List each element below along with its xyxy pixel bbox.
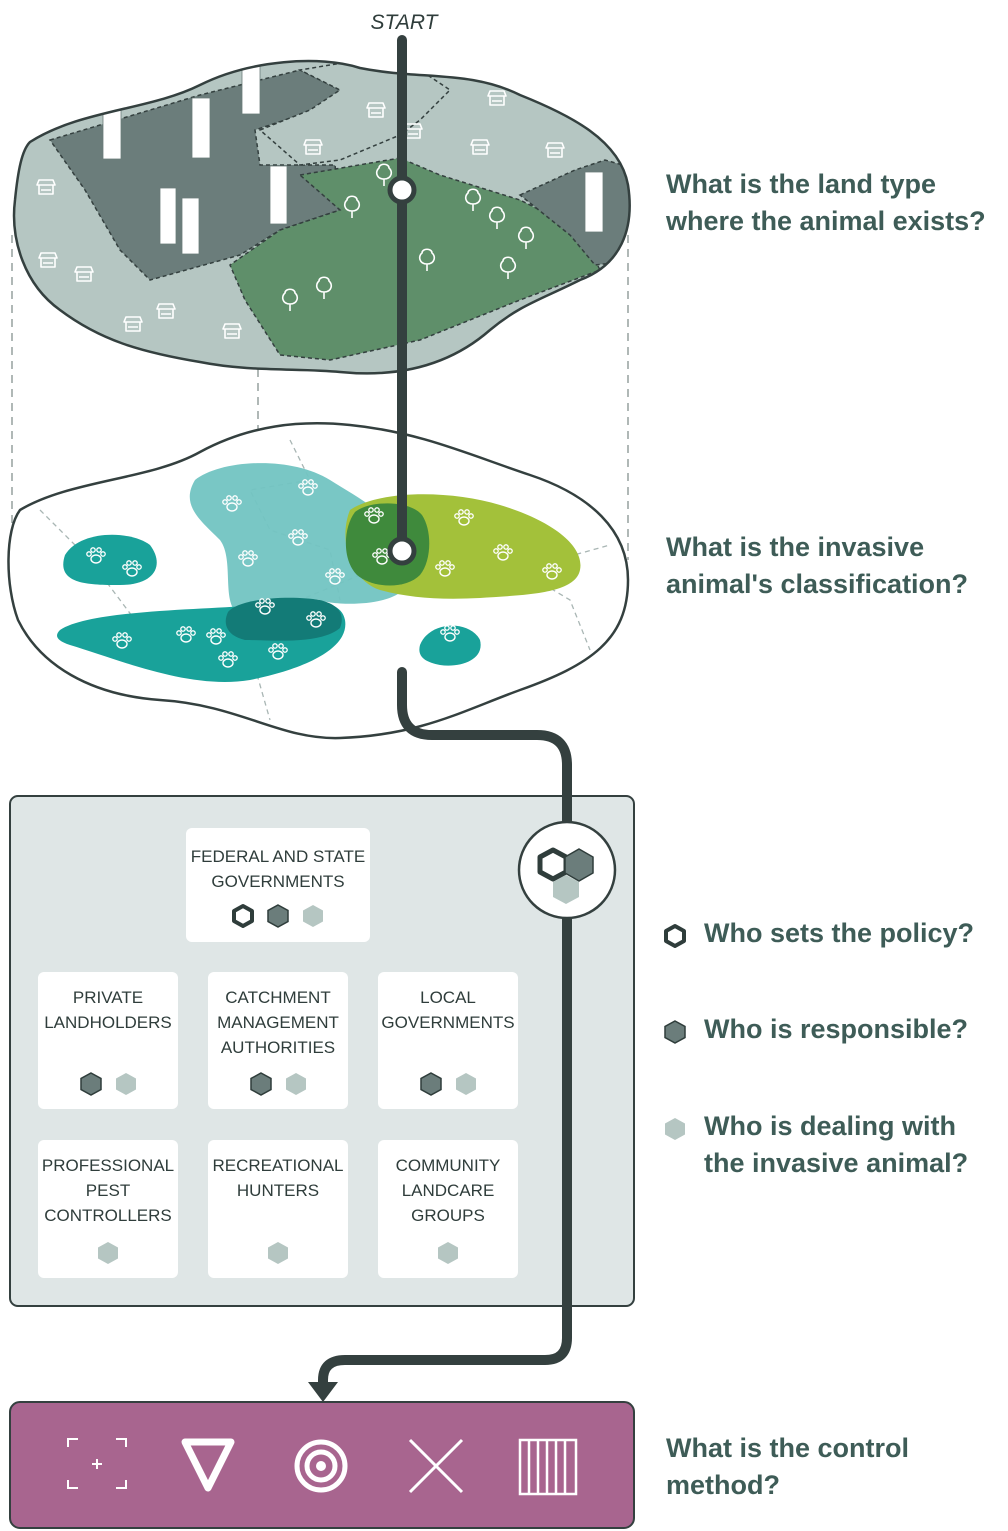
control-icons [67, 1438, 578, 1496]
land-type-map [12, 59, 631, 375]
card-community-landcare-groups: COMMUNITY LANDCARE GROUPS [378, 1140, 518, 1278]
card-label: LOCAL GOVERNMENTS [381, 988, 515, 1032]
card-label: CATCHMENT MANAGEMENT AUTHORITIES [217, 988, 339, 1057]
arrow-head-icon [308, 1382, 338, 1402]
card-label: FEDERAL AND STATE GOVERNMENTS [190, 847, 366, 891]
role-icons [378, 1071, 518, 1097]
hexagon-light-icon [455, 1073, 476, 1095]
hexagon-outline-icon [664, 924, 686, 948]
role-icons [186, 903, 370, 929]
classification-map [7, 422, 630, 740]
hexagon-dark-icon [79, 1072, 102, 1096]
hexagon-outline-icon [232, 904, 254, 928]
legend-responsible: Who is responsible? [662, 1011, 968, 1048]
hexagon-light-icon [285, 1073, 306, 1095]
node-marker-classification [387, 536, 417, 566]
legend-dealing-text: Who is dealing with the invasive animal? [704, 1111, 969, 1178]
legend-responsible-text: Who is responsible? [704, 1014, 969, 1044]
card-catchment-management-authorities: CATCHMENT MANAGEMENT AUTHORITIES [208, 972, 348, 1109]
question-land-type: What is the land type where the animal e… [666, 169, 986, 236]
hexagon-dark-icon [664, 1020, 686, 1044]
hexagon-dark-icon [267, 904, 289, 928]
flow-path [318, 35, 572, 1397]
hexagon-light-icon [665, 1118, 685, 1140]
legend-policy-text: Who sets the policy? [704, 918, 975, 948]
hexagon-light-icon [115, 1073, 136, 1095]
start-label: START [370, 11, 438, 34]
fence-icon [518, 1438, 578, 1496]
role-icons [378, 1240, 518, 1266]
question-control-method: What is the control method? [666, 1433, 909, 1500]
card-local-governments: LOCAL GOVERNMENTS [378, 972, 518, 1109]
crosshair-icon [67, 1438, 127, 1489]
role-icons [208, 1071, 348, 1097]
card-label: PROFESSIONAL PEST CONTROLLERS [41, 1156, 175, 1225]
card-recreational-hunters: RECREATIONAL HUNTERS [208, 1140, 348, 1278]
hexagon-dark-icon [249, 1072, 272, 1096]
card-federal-state-governments: FEDERAL AND STATE GOVERNMENTS [186, 828, 370, 942]
card-label: COMMUNITY LANDCARE GROUPS [395, 1156, 501, 1225]
hexagon-dark-icon [419, 1072, 442, 1096]
card-label: RECREATIONAL HUNTERS [212, 1156, 344, 1200]
hexagon-light-icon [438, 1242, 458, 1264]
cross-icon [408, 1438, 464, 1494]
hexagon-light-icon [98, 1242, 118, 1264]
card-private-landholders: PRIVATE LANDHOLDERS [38, 972, 178, 1109]
target-icon [294, 1439, 348, 1493]
triangle-icon [181, 1438, 235, 1492]
role-icons [38, 1071, 178, 1097]
hexagon-light-icon [268, 1242, 288, 1264]
question-classification: What is the invasive animal's classifica… [666, 532, 969, 599]
role-icons [208, 1240, 348, 1266]
role-icons [38, 1240, 178, 1266]
stakeholder-node [517, 820, 617, 920]
card-professional-pest-controllers: PROFESSIONAL PEST CONTROLLERS [38, 1140, 178, 1278]
legend-policy: Who sets the policy? [662, 915, 974, 952]
legend-dealing: Who is dealing with the invasive animal? [662, 1108, 968, 1182]
card-label: PRIVATE LANDHOLDERS [44, 988, 172, 1032]
hexagon-light-icon [303, 905, 323, 927]
node-marker-land [387, 175, 417, 205]
